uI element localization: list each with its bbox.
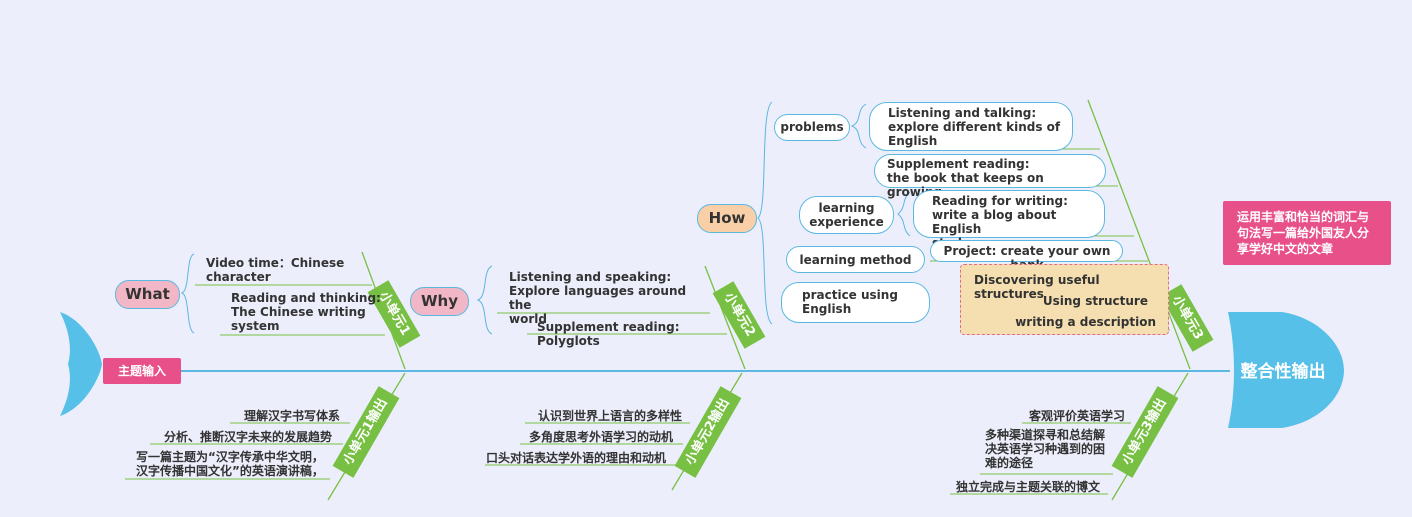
start-box[interactable]: 主题输入 — [103, 358, 181, 384]
how-oval[interactable]: How — [697, 204, 757, 233]
rib-line — [704, 265, 746, 370]
listening-node[interactable] — [869, 102, 1073, 151]
final-output-text: 运用丰富和恰当的词汇与 句法写一篇给外国友人分 享学好中文的文章 — [1237, 210, 1370, 256]
start-label: 主题输入 — [117, 364, 166, 378]
discovering-label: Discovering useful structures — [974, 273, 1100, 301]
brace-line — [897, 191, 911, 237]
problems-label: problems — [780, 120, 844, 134]
practice-label: practice using English — [802, 288, 898, 316]
learning-experience-label: learning experience — [809, 201, 884, 229]
unit1-output-item: 分析、推断汉字未来的发展趋势 — [163, 430, 332, 444]
unit1-output-item: 写一篇主题为“汉字传承中华文明， 汉字传播中国文化”的英语演讲稿， — [136, 450, 324, 478]
unit3-output-item: 多种渠道探寻和总结解 决英语学习种遇到的困 难的途径 — [985, 428, 1106, 470]
unit2-item: Supplement reading: Polyglots — [537, 320, 680, 348]
writing-label: writing a description — [1015, 315, 1156, 329]
fish-tail-icon — [60, 312, 102, 416]
output-title: 整合性输出 — [1240, 362, 1326, 382]
learning-experience-node[interactable] — [799, 196, 894, 234]
unit3-output-item: 独立完成与主题关联的博文 — [955, 480, 1100, 494]
learning-method-node[interactable] — [786, 246, 925, 273]
rib-line — [1087, 99, 1191, 370]
final-output-note[interactable]: 运用丰富和恰当的词汇与 句法写一篇给外国友人分 享学好中文的文章 — [1223, 201, 1391, 265]
using-label: Using structure — [1042, 294, 1148, 308]
brace-line — [476, 265, 493, 335]
unit3-output-item: 客观评价英语学习 — [1028, 409, 1125, 423]
project-node[interactable] — [930, 240, 1123, 262]
brace-line — [850, 103, 867, 149]
unit2-item: Listening and speaking: Explore language… — [509, 270, 687, 326]
practice-node[interactable] — [781, 282, 930, 323]
supplement-node[interactable] — [874, 154, 1106, 188]
what-oval[interactable]: What — [115, 280, 180, 309]
brace-line — [180, 253, 195, 334]
learning-method-label: learning method — [799, 253, 912, 267]
unit2-output-item: 多角度思考外语学习的动机 — [528, 430, 673, 444]
listening-label: Listening and talking: explore different… — [888, 106, 1061, 148]
fish-head-icon — [1228, 312, 1344, 428]
problems-node[interactable] — [774, 114, 850, 141]
brace-line — [757, 101, 773, 325]
unit1-item: Reading and thinking: The Chinese writin… — [231, 291, 381, 333]
unit2-output-item: 口头对话表达学外语的理由和动机 — [485, 451, 666, 465]
reading-writing-node[interactable] — [913, 190, 1105, 238]
structure-highlight — [960, 264, 1169, 335]
unit1-item: Video time：Chinese character — [206, 256, 345, 284]
unit2-output-item: 认识到世界上语言的多样性 — [537, 409, 682, 423]
unit1-output-item: 理解汉字书写体系 — [243, 409, 340, 423]
why-oval[interactable]: Why — [410, 287, 469, 316]
